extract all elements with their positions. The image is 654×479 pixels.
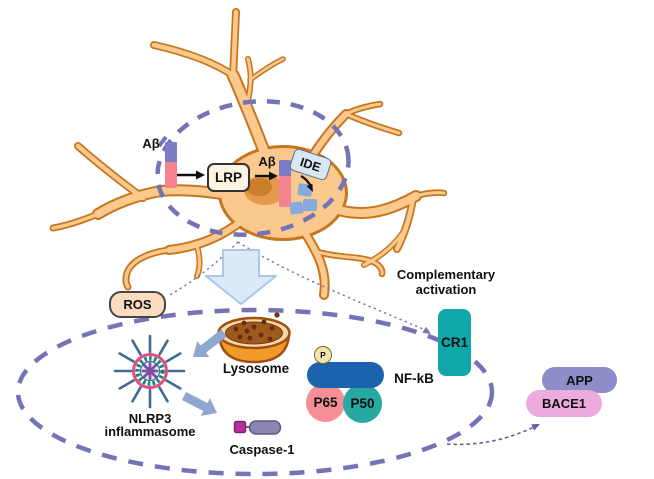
- dotted-line-to-ros: [167, 241, 239, 297]
- nlrp3-inflammasome-label: NLRP3 inflammasome: [90, 411, 210, 439]
- bace1-capsule: BACE1: [526, 390, 602, 417]
- app-capsule: APP: [542, 367, 617, 393]
- caspase-capsule: [248, 420, 282, 435]
- nfkb-label: NF-kB: [394, 370, 434, 386]
- microglia-dashed-outline: [15, 307, 495, 477]
- complementary-line2: activation: [415, 282, 477, 297]
- membrane-dash-fragment: [157, 135, 168, 148]
- block-arrow-down-icon: [205, 249, 277, 305]
- arrow-lysosome-to-inflammasome: [193, 329, 227, 357]
- lysosome-label: Lysosome: [222, 361, 290, 376]
- amyloid-rod-body: [165, 162, 177, 188]
- reaction-arrows: [177, 170, 313, 192]
- inflammasome-core-dot: [147, 368, 153, 374]
- complementary-line1: Complementary: [396, 267, 496, 282]
- amyloid-beta-label-1: Aβ: [142, 136, 160, 151]
- inflammasome-spikes: [113, 334, 186, 409]
- nucleolus: [246, 178, 272, 196]
- bace1-arrowhead: [531, 424, 540, 431]
- nlrp3-line1: NLRP3: [128, 411, 172, 426]
- arrow-to-bace1: [446, 424, 540, 446]
- phosphate-circle: P: [314, 346, 332, 364]
- amyloid-beta-rod-internalized: [279, 160, 291, 207]
- lysosome-granules: [233, 319, 275, 342]
- amyloid-beta-label-2: Aβ: [258, 154, 276, 169]
- ros-pill: ROS: [109, 291, 166, 318]
- complementary-activation-label: Complementary activation: [386, 266, 506, 298]
- dotted-arrowhead-cr1: [422, 326, 431, 334]
- membrane-dashed-circle: [155, 99, 351, 237]
- caspase-1-label: Caspase-1: [229, 441, 295, 457]
- amyloid-rod-cap: [165, 142, 177, 163]
- lysosome-icon: [217, 312, 291, 364]
- p50-subunit: P50: [343, 384, 382, 423]
- arrow-inflammasome-to-caspase: [181, 392, 217, 416]
- caspase-1-icon: [233, 420, 282, 435]
- p65-subunit: P65: [306, 383, 345, 422]
- lysosome-knob: [274, 312, 280, 318]
- amyloid-rod-body: [279, 176, 291, 207]
- amyloid-rod-cap: [279, 160, 291, 177]
- cr1-receptor-box: CR1: [438, 309, 471, 376]
- caspase-square: [233, 420, 247, 434]
- nfkb-capsule: [307, 362, 384, 388]
- nlrp3-inflammasome-icon: [113, 334, 186, 409]
- lrp-receptor-box: LRP: [207, 163, 250, 192]
- amyloid-beta-rod-extracellular: [165, 142, 177, 188]
- nlrp3-line2: inflammasome: [104, 424, 196, 439]
- dashed-curve-to-bace1: [446, 426, 535, 446]
